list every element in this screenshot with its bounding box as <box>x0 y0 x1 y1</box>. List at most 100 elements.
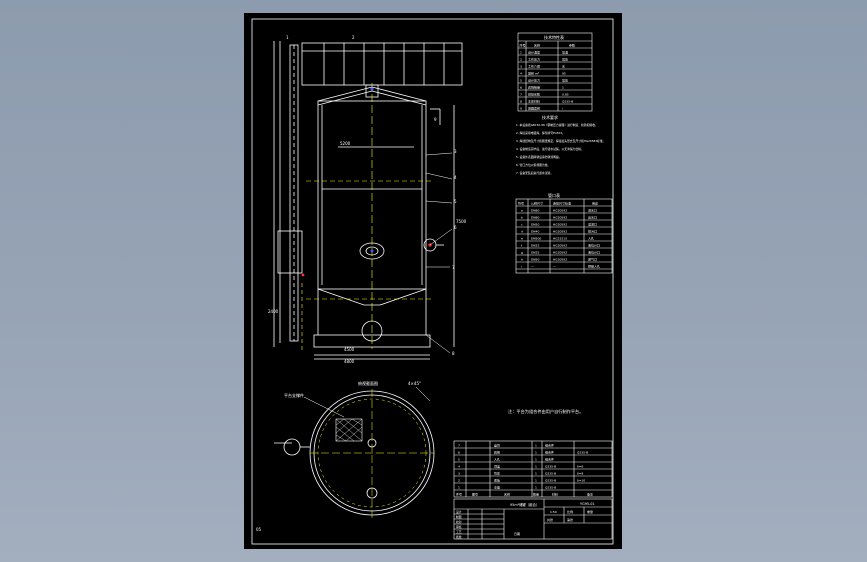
table-cell: δ=8 <box>577 472 583 476</box>
bom-table-rows: 7 盘管 1 组合件 6 爬梯 1 组合件 Q235-B 5 人孔 1 组合件 … <box>458 443 588 490</box>
bom-header: 名称 <box>504 492 510 497</box>
platform-railing <box>301 42 463 86</box>
table-cell: 4 <box>520 72 522 76</box>
accent-marks <box>301 87 432 277</box>
table-cell: Q235-B <box>545 465 556 469</box>
table-cell: 5 <box>520 79 522 83</box>
sheet-note: 注：平台为组合件由用户自行制作平台。 <box>508 408 583 415</box>
table-cell: 1 <box>562 86 564 90</box>
table-cell: 1 <box>535 444 537 448</box>
table-cell: 设计压力 <box>528 78 540 83</box>
table-cell: a <box>521 209 523 213</box>
tank-elevation <box>273 41 463 360</box>
table-cell: DN25 <box>531 244 539 248</box>
table-cell: Q235-B <box>545 486 556 490</box>
title-label: 设计 <box>456 510 462 514</box>
table-cell: 95 <box>562 72 566 76</box>
tech-req-line: 1. 本设备按GB150-98《钢制压力容器》进行制造、检验和验收。 <box>516 123 598 127</box>
callout-top-right: 4×45° <box>408 381 421 386</box>
title-value: 比例 <box>567 509 573 514</box>
table-cell: 组合件 <box>545 457 554 462</box>
tech-req-line: 6. 管口方位以俯视图为准。 <box>516 163 550 167</box>
plan-nozzle <box>283 438 301 456</box>
table-cell: 进水口 <box>588 208 597 213</box>
plan-title: 俯视截面图 <box>358 380 378 386</box>
table-cell: 工作介质 <box>528 64 540 69</box>
table-cell: HG21515 <box>553 237 567 241</box>
nozzle-table-rows: a DN80 HG20592 进水口 b DN80 HG20592 出水口 c … <box>521 208 600 269</box>
table-cell: δ=10 <box>577 479 585 483</box>
table-cell: HG20592 <box>553 244 567 248</box>
table-cell: g <box>521 251 523 255</box>
cad-drawing: 4500 4800 5200 2400 7500 1 2 3 4 5 6 7 8… <box>251 18 614 545</box>
table-cell: 1 <box>458 486 460 490</box>
nozzle-table-header: 符号 <box>518 201 524 206</box>
dim-label: 5200 <box>340 141 351 146</box>
table-cell: 预留人孔 <box>588 264 600 269</box>
table-cell: 常压 <box>562 57 568 62</box>
tank-plan-view <box>274 386 435 519</box>
tech-req-line: 4. 设备制造完毕后，进行盛水试漏，以无渗漏为合格。 <box>516 147 584 151</box>
table-cell: DN25 <box>531 251 539 255</box>
table-cell: Q235-B <box>545 479 556 483</box>
table-cell: 液位计口 <box>588 243 600 248</box>
table-cell: 4 <box>458 465 460 469</box>
title-footer: 日期 <box>514 531 520 536</box>
drawing-sheet: 4500 4800 5200 2400 7500 1 2 3 4 5 6 7 8… <box>244 13 622 549</box>
table-cell: DN50 <box>531 258 539 262</box>
table-cell: Q235-B <box>562 100 573 104</box>
table-cell: 工作压力 <box>528 57 540 62</box>
table-cell: c <box>521 223 523 227</box>
title-label: 校对 <box>456 520 462 524</box>
table-cell: 8 <box>520 100 522 104</box>
bom-header: 数量 <box>533 492 539 497</box>
table-cell: δ=6 <box>577 465 583 469</box>
table-cell: 常温 <box>562 50 568 55</box>
table-cell: — <box>531 265 534 269</box>
table-cell: 出水口 <box>588 215 597 220</box>
tech-req-line: 7. 设备安装后进行盛水试验。 <box>516 171 553 175</box>
bom-header: 图号 <box>472 492 478 497</box>
table-cell: 1 <box>535 465 537 469</box>
table-cell: 6 <box>458 451 460 455</box>
part-number: 2 <box>352 35 355 40</box>
table-cell: 7 <box>458 444 460 448</box>
table-cell: 3 <box>458 472 460 476</box>
table-cell: i <box>521 265 522 269</box>
title-value: 共张 <box>547 517 553 522</box>
part-number: 6 <box>454 225 457 230</box>
table-cell: 1 <box>535 458 537 462</box>
bom-header: 材料 <box>552 492 558 497</box>
table-cell: 溢流口 <box>588 222 597 227</box>
table-cell: / <box>562 107 564 111</box>
table-cell: 支座 <box>494 485 500 490</box>
table-cell: HG20592 <box>553 230 567 234</box>
table-cell: Q235-B <box>545 472 556 476</box>
table-cell: 3 <box>520 65 522 69</box>
tech-table-header: 序号 <box>520 43 526 48</box>
title-label: 批准 <box>456 535 462 539</box>
table-cell: 液位计口 <box>588 250 600 255</box>
table-cell: 2 <box>458 479 460 483</box>
table-cell: 7 <box>520 93 522 97</box>
table-cell: 盘管 <box>494 443 500 448</box>
table-cell: f <box>521 244 523 248</box>
table-cell: h <box>521 258 523 262</box>
title-label: 工艺 <box>456 530 462 534</box>
table-cell: d <box>521 230 523 234</box>
title-project: 95m³储罐（组合） <box>510 502 539 507</box>
ladder-cage <box>277 230 303 274</box>
table-cell: 容器类别 <box>528 106 540 111</box>
table-cell: 常压 <box>562 78 568 83</box>
tech-req-line: 2. 焊接采用电弧焊，焊条牌号E4303。 <box>516 131 565 135</box>
part-number: 1 <box>286 35 289 40</box>
table-cell: HG20592 <box>553 216 567 220</box>
title-value: 第张 <box>567 517 573 522</box>
center-lines <box>301 83 434 353</box>
nozzle-table <box>515 198 613 274</box>
table-cell: 爬梯 <box>494 450 500 455</box>
table-cell: 5 <box>458 458 460 462</box>
table-cell: DN40 <box>531 230 539 234</box>
table-cell: HG20592 <box>553 223 567 227</box>
tech-table-rows: 1 设计温度 常温 2 工作压力 常压 3 工作介质 水 4 容积 m³ 95 … <box>520 50 573 111</box>
